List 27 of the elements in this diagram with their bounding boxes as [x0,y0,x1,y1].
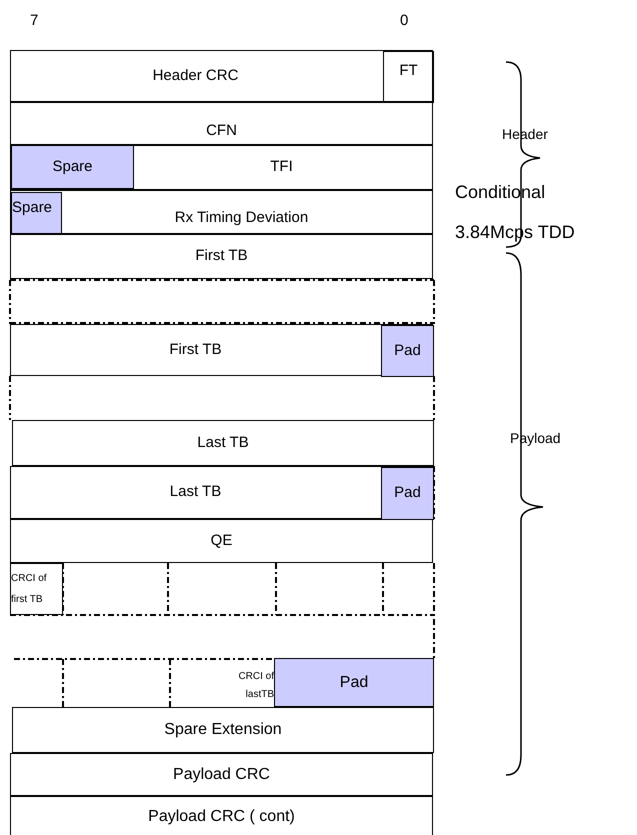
field-label: Header CRC [152,66,238,86]
field-box [10,50,433,102]
padding-field: Spare [11,145,134,189]
padding-field: Spare [11,192,62,234]
field-box: CFN [10,102,433,145]
padding-field: Pad [381,325,434,377]
field-box [10,190,433,234]
bit-number: 7 [30,11,38,31]
field-box [10,324,433,376]
padding-field: Pad [274,658,434,707]
field-label: Last TB [170,482,222,502]
field-label: TFI [270,157,293,178]
field-box: Payload CRC ( cont) [10,796,433,835]
padding-field: Pad [381,467,434,520]
field-box: Payload CRC [10,753,433,796]
field-label: Rx Timing Deviation [174,208,308,228]
field-box [10,145,433,190]
field-box: QE [10,519,433,563]
field-box: Last TB [12,420,434,466]
field-box [10,466,433,519]
field-box: CRCI of first TB [10,563,63,615]
field-label: CRCI of lastTB [218,666,274,706]
field-label: First TB [169,340,222,360]
field-box: Spare Extension [12,707,434,753]
field-box: FT [383,51,434,103]
field-box: First TB [10,234,433,279]
bit-number: 0 [400,11,408,31]
